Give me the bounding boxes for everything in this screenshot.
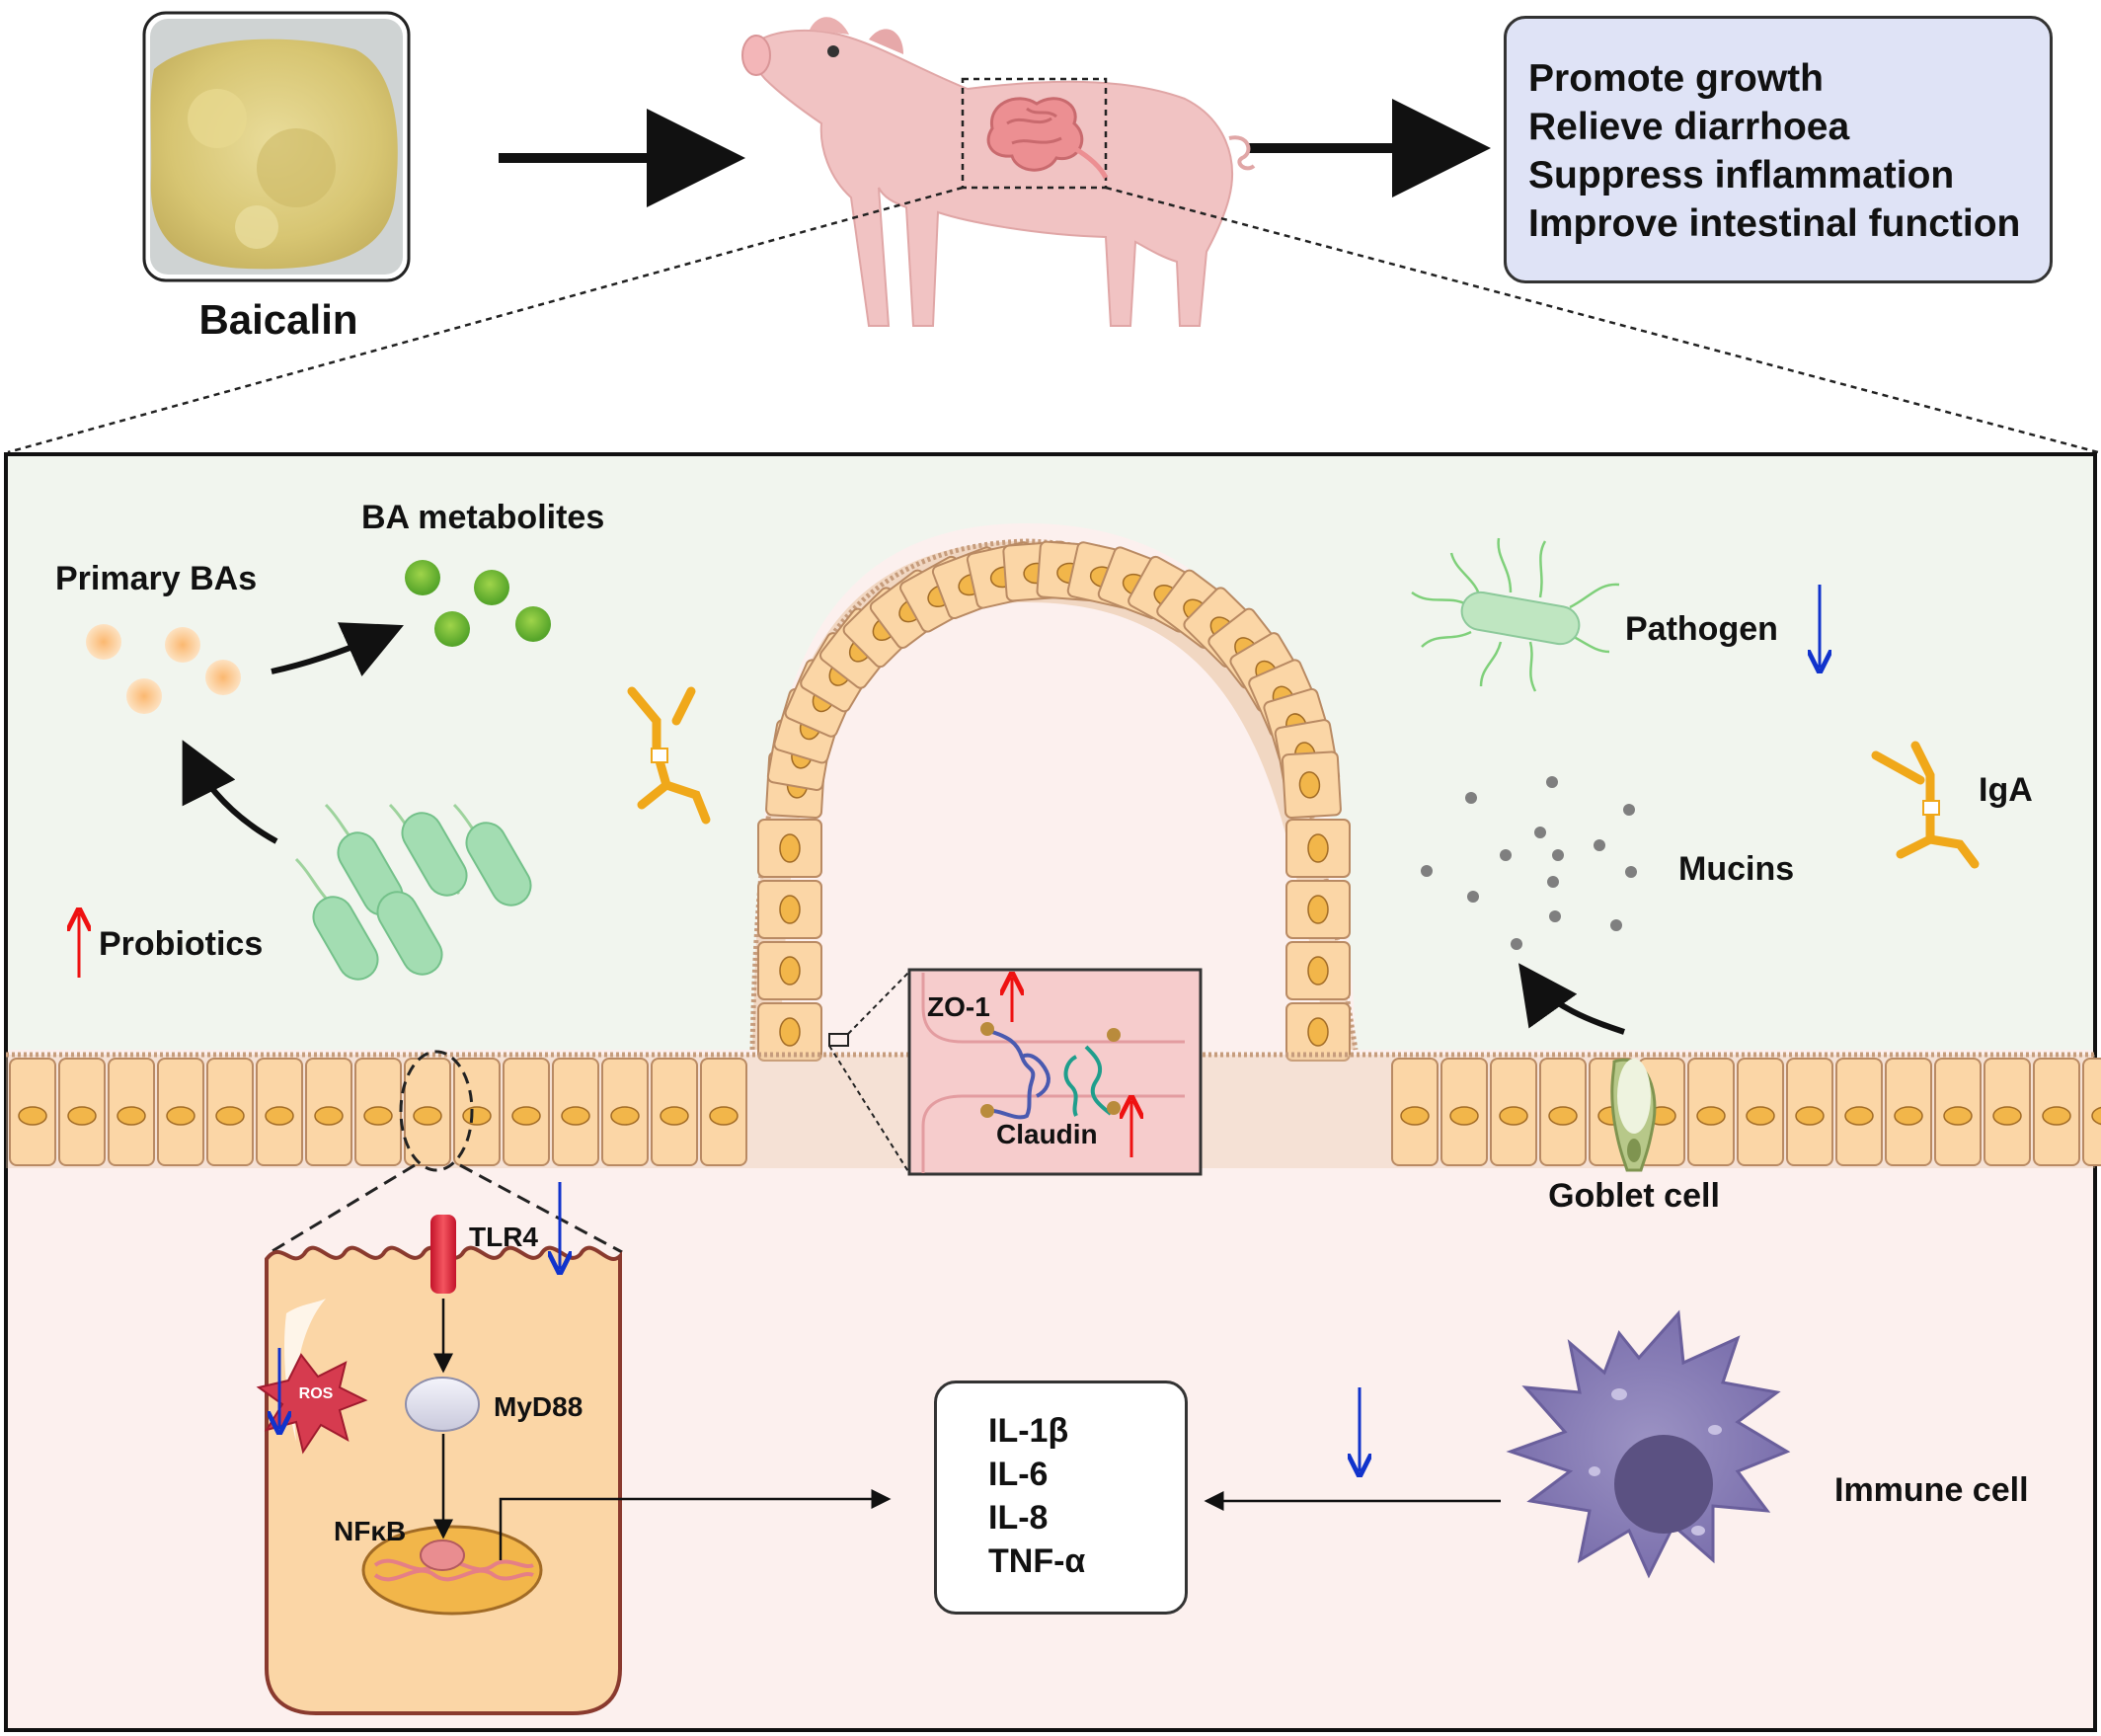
nfkb-label: NFκB bbox=[334, 1516, 406, 1546]
epithelial-cell bbox=[1440, 1058, 1488, 1166]
epithelial-cell bbox=[1984, 1058, 2031, 1166]
ba-metabolites-label: BA metabolites bbox=[361, 499, 604, 536]
goblet-cell-label: Goblet cell bbox=[1548, 1177, 1720, 1215]
epithelial-cell bbox=[305, 1058, 352, 1166]
tight-junction-inset bbox=[907, 968, 1203, 1176]
epithelial-cell bbox=[2033, 1058, 2080, 1166]
intestine-icon bbox=[986, 97, 1109, 180]
pathogen-label: Pathogen bbox=[1625, 610, 1778, 648]
primary-ba-particles bbox=[86, 624, 241, 714]
villus-cell bbox=[1285, 880, 1351, 939]
epithelial-cell bbox=[1835, 1058, 1883, 1166]
cytokine-item: IL-8 bbox=[988, 1499, 1049, 1537]
outcome-item: Improve intestinal function bbox=[1528, 202, 2021, 245]
tlr4-label: TLR4 bbox=[469, 1222, 538, 1252]
villus-cell bbox=[1285, 819, 1351, 878]
epithelial-cell bbox=[2082, 1058, 2101, 1166]
epithelial-cell bbox=[206, 1058, 254, 1166]
epithelial-cell bbox=[1737, 1058, 1784, 1166]
probiotics-bacteria-icon bbox=[294, 803, 532, 981]
enterocyte-zoom bbox=[256, 1215, 892, 1715]
villus-cell bbox=[1285, 941, 1351, 1000]
outcome-item: Suppress inflammation bbox=[1528, 154, 1955, 197]
outcome-item: Relieve diarrhoea bbox=[1528, 106, 1850, 148]
zoom-line-right bbox=[1105, 186, 2099, 454]
arrow-goblet-to-mucins bbox=[1518, 963, 1625, 1035]
cytokine-item: IL-6 bbox=[988, 1456, 1049, 1493]
probiotics-label: Probiotics bbox=[99, 925, 263, 963]
mucin-particles bbox=[1421, 776, 1637, 950]
goblet-cell-icon bbox=[1610, 1058, 1657, 1172]
immune-cell-label: Immune cell bbox=[1834, 1471, 2029, 1509]
antibody-icon bbox=[627, 686, 711, 825]
epithelial-cell bbox=[256, 1058, 303, 1166]
inset-line-bottom bbox=[828, 1045, 910, 1174]
arrow-probiotics-to-ba bbox=[182, 740, 278, 844]
villus-cell bbox=[1281, 750, 1342, 820]
epithelial-cells bbox=[9, 1058, 2101, 1166]
zoom-line-cell-right bbox=[459, 1163, 623, 1254]
epithelial-cell bbox=[9, 1058, 56, 1166]
baicalin-powder-icon bbox=[142, 11, 411, 282]
villus-cell bbox=[1285, 1002, 1351, 1062]
antibody-iga-icon bbox=[1871, 741, 1980, 869]
epithelial-cell bbox=[601, 1058, 649, 1166]
epithelial-cell bbox=[552, 1058, 599, 1166]
epithelial-cell bbox=[1885, 1058, 1932, 1166]
ba-metabolite-particles bbox=[405, 560, 551, 647]
cytokines-box: IL-1β IL-6 IL-8 TNF-α bbox=[934, 1381, 1188, 1615]
zoom-line-cell-left bbox=[270, 1163, 416, 1254]
ros-label: ROS bbox=[299, 1385, 334, 1402]
primary-bas-label: Primary BAs bbox=[55, 560, 257, 597]
epithelial-cell bbox=[453, 1058, 501, 1166]
junction-marker bbox=[828, 1033, 849, 1047]
inset-line-top bbox=[847, 971, 910, 1035]
epithelial-cell bbox=[1934, 1058, 1982, 1166]
outcomes-box: Promote growth Relieve diarrhoea Suppres… bbox=[1504, 16, 2053, 283]
outcome-item: Promote growth bbox=[1528, 57, 1824, 100]
epithelial-cell bbox=[157, 1058, 204, 1166]
immune-cell-icon bbox=[1506, 1309, 1791, 1579]
villus-cell bbox=[757, 819, 822, 878]
epithelial-cell bbox=[1391, 1058, 1439, 1166]
villus-cell bbox=[757, 1002, 822, 1062]
cytokine-item: TNF-α bbox=[988, 1542, 1086, 1580]
myd88-label: MyD88 bbox=[494, 1391, 583, 1422]
epithelial-cell bbox=[1490, 1058, 1537, 1166]
pathogen-bacteria-icon bbox=[1411, 537, 1620, 692]
baicalin-label: Baicalin bbox=[198, 296, 357, 343]
epithelial-cell bbox=[108, 1058, 155, 1166]
epithelial-cell bbox=[700, 1058, 747, 1166]
epithelial-cell bbox=[1687, 1058, 1735, 1166]
claudin-label: Claudin bbox=[996, 1119, 1098, 1149]
epithelial-cell bbox=[404, 1058, 451, 1166]
iga-label: IgA bbox=[1979, 771, 2033, 809]
mucins-label: Mucins bbox=[1678, 850, 1794, 888]
zoom-ellipse bbox=[399, 1050, 474, 1172]
epithelial-cell bbox=[651, 1058, 698, 1166]
villus-cell bbox=[757, 880, 822, 939]
zoom-line-left bbox=[7, 186, 964, 454]
epithelial-cell bbox=[354, 1058, 402, 1166]
epithelial-cell bbox=[1786, 1058, 1833, 1166]
villus bbox=[749, 538, 1359, 1062]
epithelial-cell bbox=[58, 1058, 106, 1166]
epithelial-cell bbox=[503, 1058, 550, 1166]
epithelial-cell bbox=[1539, 1058, 1587, 1166]
zo1-label: ZO-1 bbox=[927, 991, 990, 1022]
pig-icon bbox=[741, 17, 1256, 327]
arrow-ba-conversion bbox=[271, 622, 404, 676]
villus-cells bbox=[757, 540, 1351, 1062]
cytokine-item: IL-1β bbox=[988, 1412, 1069, 1450]
villus-cell bbox=[757, 941, 822, 1000]
